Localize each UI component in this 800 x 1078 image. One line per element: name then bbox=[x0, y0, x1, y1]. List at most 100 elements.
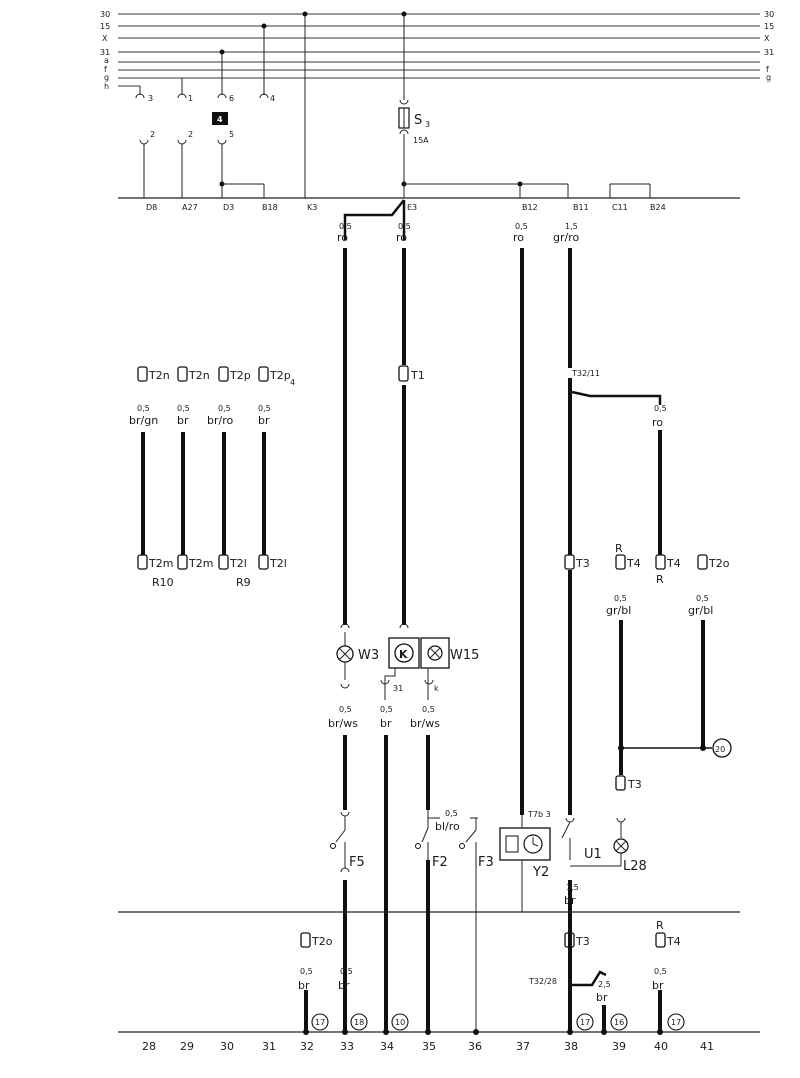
switch-f2 bbox=[415, 810, 440, 1030]
track-numbers: 28 29 30 31 32 33 34 35 36 37 38 39 40 4… bbox=[142, 1040, 714, 1053]
bus-label-15-right: 15 bbox=[764, 22, 774, 31]
switch-f3 bbox=[459, 817, 478, 1030]
plug-t2l-a: T2l bbox=[229, 557, 247, 570]
plug-t7b3: T7b 3 bbox=[527, 810, 551, 819]
comp-u1: U1 bbox=[584, 847, 602, 862]
wf-size: 0,5 bbox=[696, 594, 709, 603]
w1-size: 0,5 bbox=[339, 222, 352, 231]
conn-b12: B12 bbox=[522, 203, 538, 212]
bus-labels-left: 30 15 X 31 a f g h bbox=[100, 10, 110, 91]
switch-f5 bbox=[330, 811, 350, 1030]
plug-t2p-b: T2p bbox=[269, 369, 291, 382]
comp-l28: L28 bbox=[623, 859, 647, 874]
plug-t2n-a: T2n bbox=[148, 369, 170, 382]
w6-color: br/ws bbox=[328, 717, 358, 730]
plug-t2p-a: T2p bbox=[229, 369, 251, 382]
track-38: 38 bbox=[564, 1040, 578, 1053]
w4-color: gr/ro bbox=[553, 231, 579, 244]
ground-16: 16 bbox=[614, 1018, 624, 1027]
r-label-a: R bbox=[615, 542, 623, 555]
plug-t2m-b: T2m bbox=[188, 557, 213, 570]
w6-size: 0,5 bbox=[339, 705, 352, 714]
terminal-1: 1 bbox=[188, 94, 193, 103]
bus-label-30-right: 30 bbox=[764, 10, 774, 19]
ground-18: 18 bbox=[354, 1018, 364, 1027]
w8-size: 0,5 bbox=[422, 705, 435, 714]
wa-size: 0,5 bbox=[137, 404, 150, 413]
plug-t4-a: T4 bbox=[626, 557, 641, 570]
track-33: 33 bbox=[340, 1040, 354, 1053]
bus-label-h: h bbox=[104, 82, 109, 91]
bus-label-31: 31 bbox=[100, 48, 110, 57]
w7-color: br bbox=[380, 717, 392, 730]
lamp-w3 bbox=[336, 623, 354, 689]
comp-w3: W3 bbox=[358, 648, 379, 663]
lamp-l28 bbox=[613, 775, 629, 866]
track-30: 30 bbox=[220, 1040, 234, 1053]
bus-label-15: 15 bbox=[100, 22, 110, 31]
comp-k: K bbox=[399, 648, 408, 661]
w10-size: 1,5 bbox=[566, 883, 579, 892]
ground-points bbox=[303, 1013, 685, 1035]
comp-y2: Y2 bbox=[532, 865, 549, 880]
wf-color: gr/bl bbox=[688, 604, 713, 617]
r-group bbox=[137, 366, 269, 570]
w11-color: br bbox=[298, 979, 310, 992]
w8-color: br/ws bbox=[410, 717, 440, 730]
mid-terminal-2a: 2 bbox=[150, 130, 155, 139]
fuse-rating: 15A bbox=[413, 136, 429, 145]
w9-color: bl/ro bbox=[435, 820, 460, 833]
w1-color: ro bbox=[337, 231, 348, 244]
wd-color: br bbox=[258, 414, 270, 427]
track-32: 32 bbox=[300, 1040, 314, 1053]
track-36: 36 bbox=[468, 1040, 482, 1053]
conn-b18: B18 bbox=[262, 203, 278, 212]
bus-lines bbox=[118, 13, 760, 87]
plug-t2n-b: T2n bbox=[188, 369, 210, 382]
w14-color: br bbox=[652, 979, 664, 992]
comp-f3: F3 bbox=[478, 855, 494, 870]
conn-b11: B11 bbox=[573, 203, 589, 212]
mid-terminal-5: 5 bbox=[229, 130, 234, 139]
terminal-4: 4 bbox=[270, 94, 275, 103]
w10-color: br bbox=[564, 894, 576, 907]
box-4 bbox=[212, 112, 228, 125]
conn-e3: E3 bbox=[407, 203, 417, 212]
bus-label-g-right: g bbox=[766, 73, 771, 82]
lower-wires bbox=[343, 735, 430, 1030]
w15-pin-31: 31 bbox=[393, 684, 403, 693]
ground-17-c: 17 bbox=[671, 1018, 681, 1027]
conn-d8: D8 bbox=[146, 203, 157, 212]
w5-size: 0,5 bbox=[654, 404, 667, 413]
w2-color: ro bbox=[396, 231, 407, 244]
bus-label-x: X bbox=[102, 34, 108, 43]
track-41: 41 bbox=[700, 1040, 714, 1053]
comp-f5: F5 bbox=[349, 855, 365, 870]
svg-text:T1: T1 bbox=[410, 369, 425, 382]
track-34: 34 bbox=[380, 1040, 394, 1053]
track-37: 37 bbox=[516, 1040, 530, 1053]
plug-t1: T1 bbox=[398, 365, 425, 382]
box-4-label: 4 bbox=[217, 115, 223, 124]
plug-t2l-b: T2l bbox=[269, 557, 287, 570]
w3-size: 0,5 bbox=[515, 222, 528, 231]
relay-k bbox=[380, 623, 450, 700]
switch-u1 bbox=[561, 817, 621, 1030]
bus-label-30: 30 bbox=[100, 10, 110, 19]
comp-w15: W15 bbox=[450, 648, 479, 663]
comp-f2: F2 bbox=[432, 855, 448, 870]
bus-label-31-right: 31 bbox=[764, 48, 774, 57]
w5-color: ro bbox=[652, 416, 663, 429]
clock-y2 bbox=[499, 815, 551, 912]
track-40: 40 bbox=[654, 1040, 668, 1053]
w11-size: 0,5 bbox=[300, 967, 313, 976]
ground-10: 10 bbox=[395, 1018, 405, 1027]
track-35: 35 bbox=[422, 1040, 436, 1053]
track-28: 28 bbox=[142, 1040, 156, 1053]
bus-labels-right: 30 15 X 31 f g bbox=[764, 10, 774, 82]
bottom-plugs bbox=[300, 932, 666, 1030]
resistor-r10: R10 bbox=[152, 576, 174, 589]
plug-t32-11: T32/11 bbox=[571, 369, 600, 378]
wb-color: br bbox=[177, 414, 189, 427]
